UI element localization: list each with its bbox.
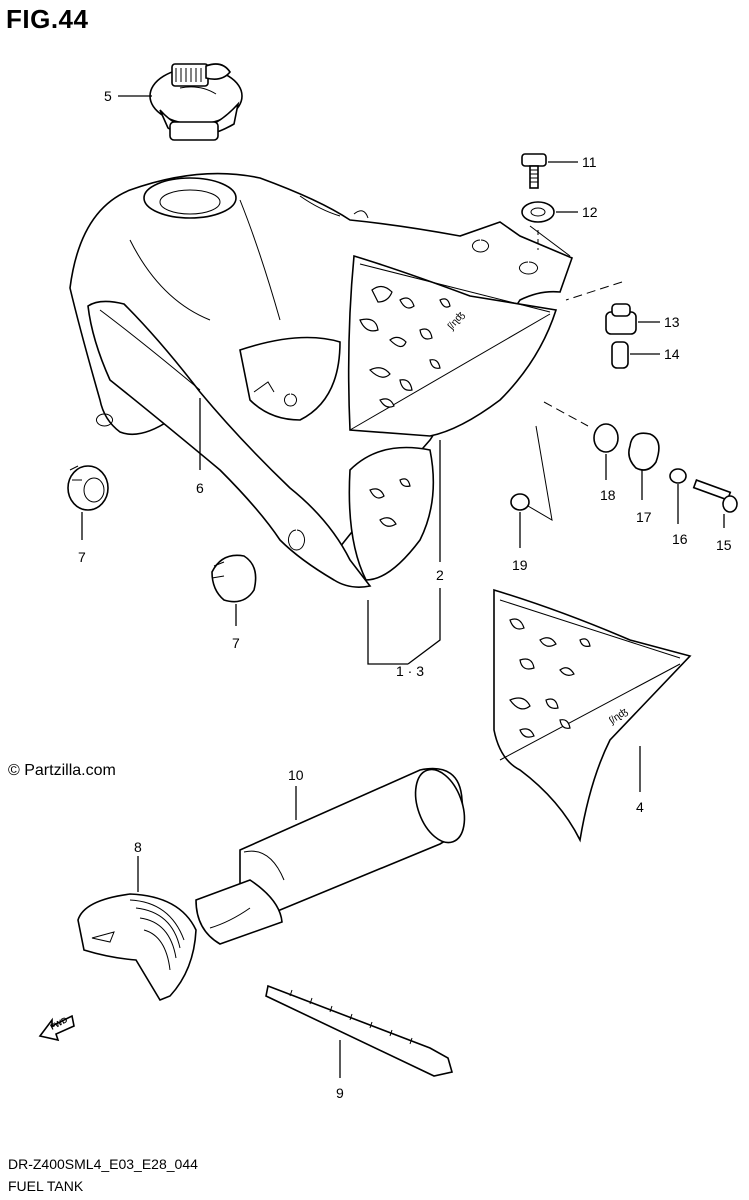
model-code: DR-Z400SML4_E03_E28_044 <box>8 1156 198 1172</box>
part-fuel-tank <box>69 172 574 588</box>
figure-title: FIG.44 <box>6 4 89 34</box>
callout-7b: 7 <box>232 635 240 651</box>
callout-19: 19 <box>512 557 528 573</box>
callout-13: 13 <box>664 314 680 330</box>
callout-17: 17 <box>636 509 652 525</box>
part-collar-14 <box>611 341 629 369</box>
callout-9: 9 <box>336 1085 344 1101</box>
copyright-watermark: © Partzilla.com <box>8 762 116 779</box>
callout-15: 15 <box>716 537 732 553</box>
part-cushion-7b <box>211 554 257 603</box>
leader-lines <box>81 95 725 1078</box>
fwd-arrow-icon: FWD <box>38 1014 75 1042</box>
part-fuel-cap <box>149 63 243 141</box>
diagram-title: FUEL TANK <box>8 1178 84 1194</box>
part-shroud-left: ʃ/ɳʤ <box>493 588 692 843</box>
callout-1-3: 1 · 3 <box>396 663 424 679</box>
callout-6: 6 <box>196 480 204 496</box>
callout-12: 12 <box>582 204 598 220</box>
part-cushion-18 <box>593 423 619 453</box>
callout-14: 14 <box>664 346 680 362</box>
part-nut-19 <box>510 493 530 511</box>
part-shroud-right: ʃ/ɳʤ <box>347 254 558 581</box>
part-washer-16 <box>669 468 687 484</box>
part-bolt-15 <box>692 479 738 513</box>
part-clip-8 <box>77 893 197 1001</box>
part-cable-tie-9 <box>265 984 454 1077</box>
part-bolt-11 <box>521 153 547 189</box>
callout-4: 4 <box>636 799 644 815</box>
callout-7a: 7 <box>78 549 86 565</box>
part-cushion-7a <box>67 465 109 511</box>
part-tube-10 <box>195 767 466 945</box>
callout-16: 16 <box>672 531 688 547</box>
part-collar-17 <box>628 432 660 471</box>
callout-5: 5 <box>104 88 112 104</box>
callout-2: 2 <box>436 567 444 583</box>
callout-8: 8 <box>134 839 142 855</box>
callout-18: 18 <box>600 487 616 503</box>
callout-10: 10 <box>288 767 304 783</box>
part-grommet-12 <box>521 201 555 223</box>
part-cushion-13 <box>605 303 637 335</box>
callout-11: 11 <box>582 154 597 170</box>
